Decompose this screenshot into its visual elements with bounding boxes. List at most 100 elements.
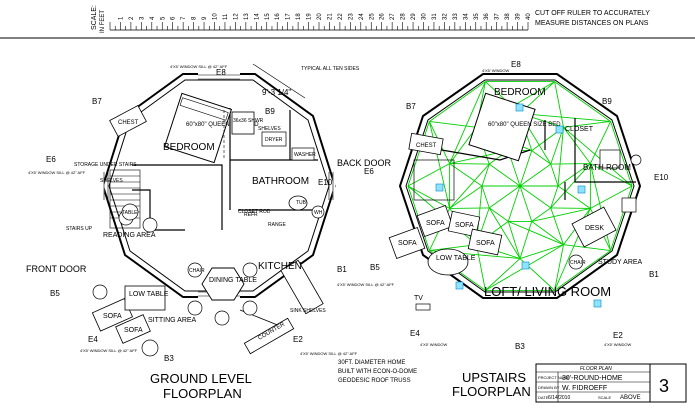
ground-dining-table	[201, 267, 245, 301]
ruler-tick-label: 8	[192, 16, 198, 20]
ruler-tick-label: 15	[265, 13, 271, 20]
upstairs-edge-b1: B1	[649, 270, 659, 279]
ground-chair-label: CHAIR	[189, 268, 205, 274]
geodesic-strut	[557, 127, 564, 187]
upstairs-window-right-note: 4'X5' WINDOW	[604, 342, 632, 347]
ground-edge-e4: E4	[88, 335, 98, 344]
geodesic-strut	[519, 221, 533, 259]
geodesic-strut	[531, 150, 552, 165]
ground-edge-b5: B5	[50, 289, 60, 298]
upstairs-floorplan: 60"x80" QUEEN SIZE BED CHEST SOFA SOFA S…	[364, 60, 669, 399]
ground-bedroom-label: BEDROOM	[163, 142, 215, 153]
ruler-tick-label: 21	[327, 13, 333, 20]
geodesic-strut	[407, 121, 430, 187]
geodesic-strut	[428, 121, 451, 209]
geodesic-strut	[554, 81, 611, 122]
upstairs-edge-b7: B7	[406, 102, 416, 111]
ruler-tick-label: 24	[359, 13, 365, 20]
ground-window-left-note: 4'X5' WINDOW SILL @ 42" AFF	[28, 170, 86, 175]
title-block-sheet-number: 3	[659, 376, 669, 396]
geodesic-strut	[589, 163, 612, 251]
ruler-tick-label: 6	[171, 16, 177, 20]
geodesic-strut	[531, 207, 591, 222]
upstairs-stair-opening	[413, 159, 455, 201]
ground-typical-note: TYPICAL ALL TEN SIDES	[301, 66, 360, 72]
upstairs-desk	[571, 206, 617, 248]
ground-tub-label: TUB	[296, 200, 307, 206]
ruler-tick-label: 29	[411, 13, 417, 20]
ground-counter	[280, 259, 324, 315]
upstairs-sofa-4-label: SOFA	[476, 240, 495, 247]
title-block-date-label: DATE	[538, 395, 549, 400]
ground-floorplan: 60"x80" QUEEN SIZE BED CHEST SOFA SOFA L…	[26, 63, 417, 401]
geodesic-strut	[563, 121, 611, 128]
ground-kitchen-label: KITCHEN	[258, 261, 302, 272]
ground-wh-label: WH	[314, 210, 323, 216]
ruler-tick-label: 38	[505, 13, 511, 20]
ground-shower-label: 36x36 SHWR	[233, 118, 264, 124]
ground-edge-e2: E2	[293, 335, 303, 344]
title-block-scale-value: ABOVE	[620, 395, 641, 401]
upstairs-edge-b3: B3	[515, 342, 525, 351]
upstairs-window-left-note: 4'X5' WINDOW	[420, 342, 448, 347]
ruler-tick-label: 40	[526, 13, 532, 20]
ruler-tick-label: 25	[369, 13, 375, 20]
geodesic-strut	[481, 185, 490, 209]
geodesic-strut	[507, 185, 521, 222]
ruler-tick-label: 19	[307, 13, 313, 20]
geodesic-strut	[589, 121, 612, 164]
title-block-drawn-value: W. FIDROEFF	[562, 385, 607, 392]
title-block-scale-label: SCALE	[598, 395, 611, 400]
geodesic-strut	[550, 163, 591, 209]
geodesic-strut	[488, 207, 509, 222]
upstairs-study-label: STUDY AREA	[598, 259, 643, 266]
ground-shelves-b-label: SHELVES	[258, 126, 281, 132]
ground-chest-label: CHEST	[118, 120, 139, 126]
geodesic-strut	[590, 185, 633, 209]
geodesic-strut	[531, 221, 564, 246]
geodesic-strut	[449, 81, 486, 164]
upstairs-sofa-1	[416, 205, 454, 237]
ground-reading-table	[121, 203, 139, 221]
ruler-tick-label: 31	[432, 13, 438, 20]
geodesic-strut	[550, 163, 559, 187]
ground-edge-b7: B7	[92, 97, 102, 106]
ruler-tick-label: 37	[495, 13, 501, 20]
ground-sofa-2	[115, 314, 151, 344]
upstairs-edge-e8: E8	[511, 60, 521, 69]
geodesic-strut	[476, 244, 486, 291]
ruler-tick-label: 4	[150, 16, 156, 20]
geodesic-strut	[429, 81, 486, 122]
ruler-tick-label: 32	[442, 13, 448, 20]
ground-window-top-note: 4'X5' WINDOW SILL @ 42" AFF	[170, 64, 228, 69]
geodesic-strut	[557, 163, 591, 187]
ruler-tick-label: 2	[129, 16, 135, 20]
ground-sofa-2-label: SOFA	[124, 327, 143, 334]
ground-sofa-1-label: SOFA	[103, 313, 122, 320]
geodesic-strut	[519, 244, 564, 259]
upstairs-low-table	[427, 248, 469, 276]
upstairs-loft-label: LOFT/ LIVING ROOM	[484, 284, 611, 299]
ground-low-table-label: LOW TABLE	[129, 291, 169, 298]
ruler-tick-label: 14	[254, 13, 260, 20]
title-block-header: FLOOR PLAN	[580, 366, 612, 372]
geodesic-strut	[507, 221, 521, 259]
upstairs-window-top-note: 4'X5' WINDOW	[482, 68, 510, 73]
ruler-tick-label: 33	[453, 13, 459, 20]
ground-title-line1: GROUND LEVEL	[150, 371, 252, 386]
ruler-tick-label: 27	[390, 13, 396, 20]
geodesic-strut	[554, 250, 611, 291]
geodesic-strut	[488, 163, 521, 187]
ruler-scale-label: SCALE:	[91, 5, 98, 30]
upstairs-closet-label: CLOSET	[565, 126, 594, 133]
upstairs-title-line2: FLOORPLAN	[452, 384, 531, 399]
ruler-tick-label: 11	[223, 13, 229, 20]
ground-edge-e8: E8	[216, 68, 226, 77]
ruler-tick-label: 35	[474, 13, 480, 20]
geodesic-strut	[550, 185, 559, 209]
geodesic-strut	[449, 207, 490, 209]
ground-range-label: RANGE	[268, 222, 286, 228]
ruler-tick-label: 1	[118, 16, 124, 20]
ruler-tick-label: 18	[296, 13, 302, 20]
ground-interior-walls	[132, 108, 320, 331]
